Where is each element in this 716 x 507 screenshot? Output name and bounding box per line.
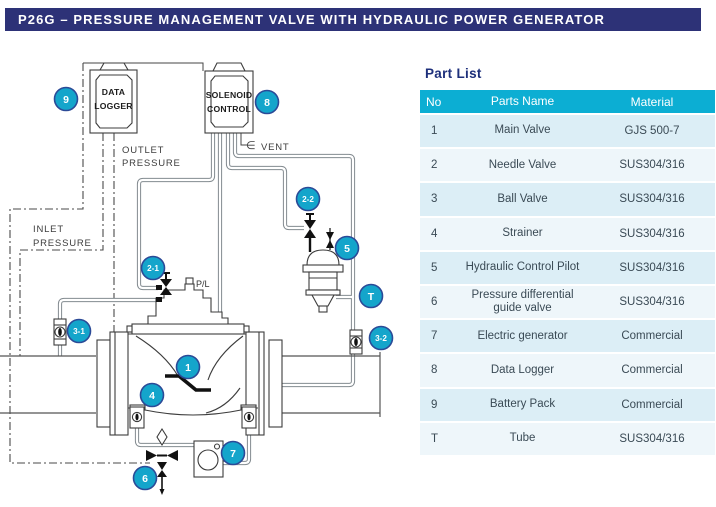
cell-no: 1 xyxy=(420,125,456,138)
svg-text:T: T xyxy=(368,291,375,303)
col-header-no: No xyxy=(426,94,442,109)
cell-name: Main Valve xyxy=(459,115,586,148)
outlet-pressure-label-2: PRESSURE xyxy=(122,158,181,169)
table-row: 2 Needle Valve SUS304/316 xyxy=(420,149,715,182)
cell-material: SUS304/316 xyxy=(589,422,715,455)
cell-material: SUS304/316 xyxy=(589,285,715,319)
pilot-valve xyxy=(302,228,344,313)
table-row: 1 Main Valve GJS 500-7 xyxy=(420,115,715,148)
svg-text:7: 7 xyxy=(230,448,236,460)
cell-no: 6 xyxy=(420,296,456,309)
svg-text:9: 9 xyxy=(63,94,69,106)
callout-6: 6 xyxy=(132,465,158,491)
cell-name: Tube xyxy=(459,422,586,455)
callout-T: T xyxy=(358,283,384,309)
svg-text:5: 5 xyxy=(344,243,350,255)
cell-no: T xyxy=(420,432,456,445)
cell-no: 3 xyxy=(420,193,456,206)
svg-text:3-1: 3-1 xyxy=(73,327,85,336)
table-row: 4 Strainer SUS304/316 xyxy=(420,217,715,250)
cell-no: 2 xyxy=(420,159,456,172)
ball-valve-3-1 xyxy=(53,318,67,346)
cell-material: SUS304/316 xyxy=(589,251,715,284)
svg-text:4: 4 xyxy=(149,390,155,402)
data-logger-label-1: DATA xyxy=(102,87,125,97)
callout-5: 5 xyxy=(334,235,360,261)
main-pipeline xyxy=(0,352,381,417)
cell-name: Electric generator xyxy=(459,320,586,353)
callout-3-1: 3-1 xyxy=(66,318,92,344)
svg-text:3-2: 3-2 xyxy=(375,334,387,343)
data-logger-box: DATA LOGGER xyxy=(89,62,138,134)
cell-name: Hydraulic Control Pilot xyxy=(459,251,586,284)
callout-7: 7 xyxy=(220,440,246,466)
table-row: 8 Data Logger Commercial xyxy=(420,354,715,387)
cell-name: Data Logger xyxy=(459,354,586,387)
callout-2-2: 2-2 xyxy=(295,186,321,212)
isolation-fitting-right xyxy=(241,406,257,429)
table-row: T Tube SUS304/316 xyxy=(420,422,715,455)
cell-name: Battery Pack xyxy=(459,388,586,421)
callout-8: 8 xyxy=(254,89,280,115)
cell-name: Pressure differential guide valve xyxy=(459,285,586,319)
page-title-text: P26G – PRESSURE MANAGEMENT VALVE WITH HY… xyxy=(18,12,605,27)
cell-no: 4 xyxy=(420,227,456,240)
pl-port-label: P/L xyxy=(196,279,210,289)
vent-label: VENT xyxy=(261,142,290,153)
generator-box xyxy=(193,440,224,478)
cell-name: Strainer xyxy=(459,217,586,250)
callout-4: 4 xyxy=(139,382,165,408)
cell-material: SUS304/316 xyxy=(589,183,715,216)
inlet-pressure-label-2: PRESSURE xyxy=(33,238,92,249)
col-header-material: Material xyxy=(589,94,715,109)
cell-material: Commercial xyxy=(589,320,715,353)
svg-text:1: 1 xyxy=(185,362,191,374)
svg-text:8: 8 xyxy=(264,97,270,109)
inlet-pressure-sense-line xyxy=(9,63,150,464)
cell-name: Ball Valve xyxy=(459,183,586,216)
page-title: P26G – PRESSURE MANAGEMENT VALVE WITH HY… xyxy=(5,8,701,31)
callout-3-2: 3-2 xyxy=(368,325,394,351)
needle-valve-2-2 xyxy=(304,213,316,252)
cell-material: GJS 500-7 xyxy=(589,115,715,148)
table-row: 7 Electric generator Commercial xyxy=(420,320,715,353)
solenoid-control-box: SOLENOID CONTROL xyxy=(204,62,254,134)
table-row: 5 Hydraulic Control Pilot SUS304/316 xyxy=(420,251,715,284)
cell-no: 7 xyxy=(420,330,456,343)
cell-material: Commercial xyxy=(589,388,715,421)
table-row: 9 Battery Pack Commercial xyxy=(420,388,715,421)
part-list-table: No Parts Name Material 1 Main Valve GJS … xyxy=(420,90,715,455)
callout-2-1: 2-1 xyxy=(140,255,166,281)
cell-material: Commercial xyxy=(589,354,715,387)
cell-no: 9 xyxy=(420,398,456,411)
svg-text:6: 6 xyxy=(142,473,148,485)
svg-text:2-1: 2-1 xyxy=(147,264,159,273)
needle-valve-2-1 xyxy=(156,272,172,302)
strainer xyxy=(129,406,145,429)
cell-no: 8 xyxy=(420,364,456,377)
svg-text:2-2: 2-2 xyxy=(302,195,314,204)
inlet-pressure-label-1: INLET xyxy=(33,224,64,235)
guide-valve xyxy=(146,427,178,495)
col-header-name: Parts Name xyxy=(459,94,586,109)
solenoid-label-2: CONTROL xyxy=(207,104,251,114)
outlet-pressure-label-1: OUTLET xyxy=(122,145,164,156)
cell-material: SUS304/316 xyxy=(589,149,715,182)
callout-9: 9 xyxy=(53,86,79,112)
vent-line xyxy=(240,133,247,146)
cell-name: Needle Valve xyxy=(459,149,586,182)
table-header: No Parts Name Material xyxy=(420,90,715,113)
pl-port xyxy=(185,277,194,285)
cell-no: 5 xyxy=(420,261,456,274)
data-logger-label-2: LOGGER xyxy=(94,101,133,111)
part-list-heading: Part List xyxy=(425,66,482,81)
ball-valve-3-2 xyxy=(349,329,363,355)
cell-material: SUS304/316 xyxy=(589,217,715,250)
table-row: 3 Ball Valve SUS304/316 xyxy=(420,183,715,216)
vent-symbol-icon: ∈ xyxy=(246,140,256,152)
solenoid-label-1: SOLENOID xyxy=(206,90,252,100)
callout-1: 1 xyxy=(175,354,201,380)
table-row: 6 Pressure differential guide valve SUS3… xyxy=(420,285,715,319)
